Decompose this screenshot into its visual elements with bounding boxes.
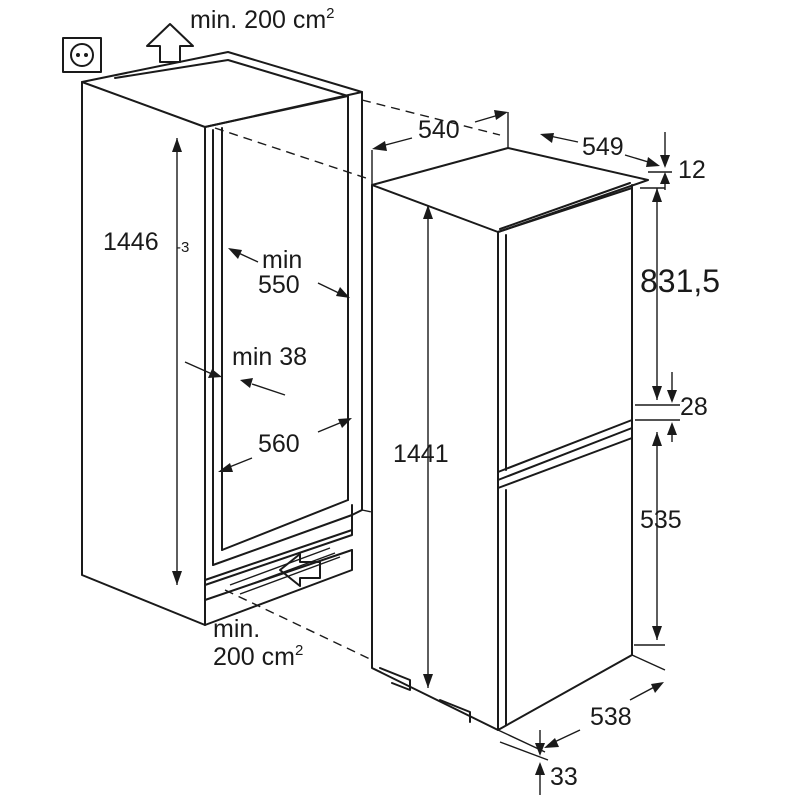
niche-height-label: 1446	[103, 228, 159, 256]
niche-width-dimension	[218, 418, 352, 472]
niche-depth-label-2: 550	[258, 271, 300, 299]
door-depth-label: 538	[590, 703, 632, 731]
fridge-depth-dimension	[540, 133, 660, 167]
lower-door-label: 535	[640, 506, 682, 534]
niche-depth-dimension	[228, 248, 350, 298]
vent-top-label: min. 200 cm2	[190, 5, 335, 34]
fridge-height-dimension	[423, 205, 433, 688]
niche-height-dimension	[172, 138, 182, 585]
niche-width-label: 560	[258, 430, 300, 458]
bottom-gap-label: 33	[550, 763, 578, 791]
side-clearance-dimension	[184, 361, 286, 396]
fridge-width-label: 540	[418, 116, 460, 144]
fridge-appliance	[371, 147, 649, 731]
door-depth-dimension	[497, 654, 666, 753]
door-gap-dimension	[635, 372, 680, 442]
fridge-width-dimension	[371, 110, 509, 185]
upper-door-label: 831,5	[640, 263, 720, 299]
lower-door-dimension	[634, 432, 665, 646]
side-clearance-label: min 38	[232, 343, 307, 371]
upper-door-dimension	[640, 187, 665, 400]
airflow-in-arrow-icon	[279, 553, 321, 587]
airflow-up-arrow-icon	[146, 23, 194, 63]
fridge-height-label: 1441	[393, 440, 449, 468]
socket-icon	[62, 37, 102, 73]
vent-bottom-label-2: 200 cm2	[213, 642, 303, 671]
niche-height-tolerance: -3	[176, 239, 189, 256]
cabinet-niche	[81, 51, 363, 626]
niche-depth-label-1: min	[262, 246, 302, 274]
top-gap-label: 12	[678, 156, 706, 184]
fridge-depth-label: 549	[582, 133, 624, 161]
bottom-gap-dimension	[499, 730, 549, 795]
door-gap-label: 28	[680, 393, 708, 421]
vent-bottom-label-1: min.	[213, 615, 260, 643]
